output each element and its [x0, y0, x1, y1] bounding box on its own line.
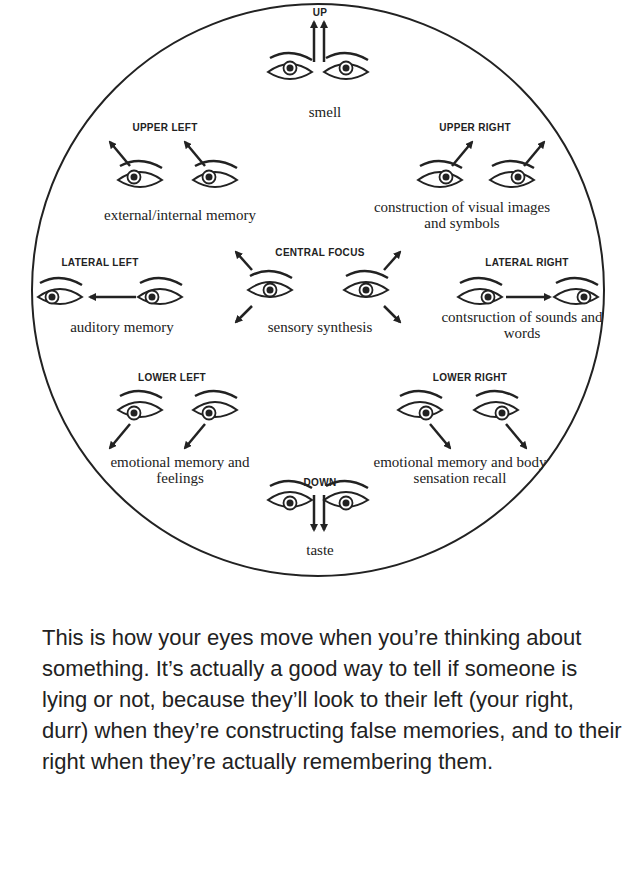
direction-heading: UPPER RIGHT — [439, 122, 511, 133]
eye-chart — [0, 0, 640, 600]
caption-text: This is how your eyes move when you’re t… — [42, 622, 622, 777]
eye-icon — [490, 161, 534, 187]
eye-icon — [118, 161, 162, 187]
eye-icon — [418, 161, 462, 187]
eye-label: smell — [285, 104, 365, 120]
direction-arrow — [506, 424, 526, 448]
eye-label: construction of visual images and symbol… — [362, 199, 562, 231]
direction-arrow — [323, 495, 326, 530]
eye-label: auditory memory — [47, 319, 197, 335]
direction-arrow — [506, 296, 550, 299]
direction-arrow — [236, 306, 252, 322]
eye-icon — [344, 271, 388, 297]
direction-arrow — [90, 296, 136, 299]
direction-arrow — [236, 252, 252, 270]
direction-heading: LOWER LEFT — [138, 372, 206, 383]
eye-label: contsruction of sounds and words — [440, 309, 605, 341]
eye-label: sensory synthesis — [250, 319, 390, 335]
eye-icon — [458, 278, 502, 304]
eye-icon — [193, 161, 237, 187]
direction-heading: LATERAL RIGHT — [485, 257, 569, 268]
eye-label: external/internal memory — [100, 207, 260, 223]
eye-icon — [118, 391, 162, 420]
eye-icon — [248, 271, 292, 297]
eye-icon — [398, 391, 442, 420]
direction-arrow — [384, 252, 400, 270]
direction-arrow — [185, 142, 205, 166]
direction-heading: CENTRAL FOCUS — [275, 247, 364, 258]
eye-icon — [193, 391, 237, 420]
direction-arrow — [185, 424, 205, 448]
direction-arrow — [323, 22, 326, 62]
direction-heading: LOWER RIGHT — [433, 372, 507, 383]
direction-heading: UPPER LEFT — [132, 122, 197, 133]
direction-arrow — [313, 495, 316, 530]
direction-heading: LATERAL LEFT — [61, 257, 138, 268]
eye-label: emotional memory and feelings — [95, 454, 265, 486]
eye-icon — [38, 278, 82, 304]
outer-circle — [32, 4, 604, 576]
eye-icon — [324, 53, 368, 79]
eye-icon — [268, 53, 312, 79]
direction-heading: DOWN — [304, 477, 337, 488]
direction-arrow — [524, 142, 544, 166]
eye-icon — [554, 278, 598, 304]
eye-icon — [474, 391, 518, 420]
eye-icon — [138, 278, 182, 304]
eye-label: emotional memory and body sensation reca… — [360, 454, 560, 486]
direction-heading: UP — [313, 7, 328, 18]
eye-label: taste — [280, 542, 360, 558]
direction-arrow — [313, 22, 316, 62]
direction-arrow — [430, 424, 450, 448]
direction-arrow — [110, 424, 130, 448]
direction-arrow — [384, 306, 400, 322]
direction-arrow — [452, 142, 472, 166]
direction-arrow — [110, 142, 130, 166]
